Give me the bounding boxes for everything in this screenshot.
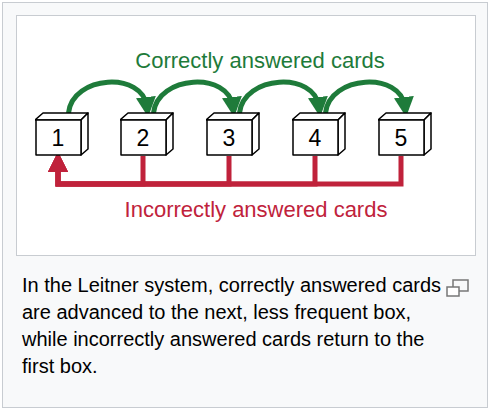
leitner-box: 2 xyxy=(120,112,174,156)
incorrect-arrow xyxy=(58,156,315,184)
arrow-label: Correctly answered cards xyxy=(135,48,384,74)
box-number: 4 xyxy=(292,120,338,156)
leitner-box: 1 xyxy=(35,112,89,156)
incorrect-arrow xyxy=(58,156,229,184)
correct-arrow xyxy=(239,82,319,113)
box-number: 1 xyxy=(35,120,81,156)
correct-arrow xyxy=(325,82,405,113)
correct-arrow xyxy=(68,82,147,113)
box-number: 2 xyxy=(120,120,166,156)
leitner-box: 4 xyxy=(292,112,346,156)
box-number: 3 xyxy=(206,120,252,156)
box-number: 5 xyxy=(378,120,424,156)
correct-arrow xyxy=(153,82,233,113)
leitner-box: 5 xyxy=(378,112,432,156)
arrow-label: Incorrectly answered cards xyxy=(125,197,388,223)
incorrect-arrow xyxy=(58,156,143,184)
incorrect-arrow xyxy=(58,156,401,184)
magnify-icon xyxy=(444,278,472,300)
caption-text: In the Leitner system, correctly answere… xyxy=(22,272,462,380)
leitner-box: 3 xyxy=(206,112,260,156)
